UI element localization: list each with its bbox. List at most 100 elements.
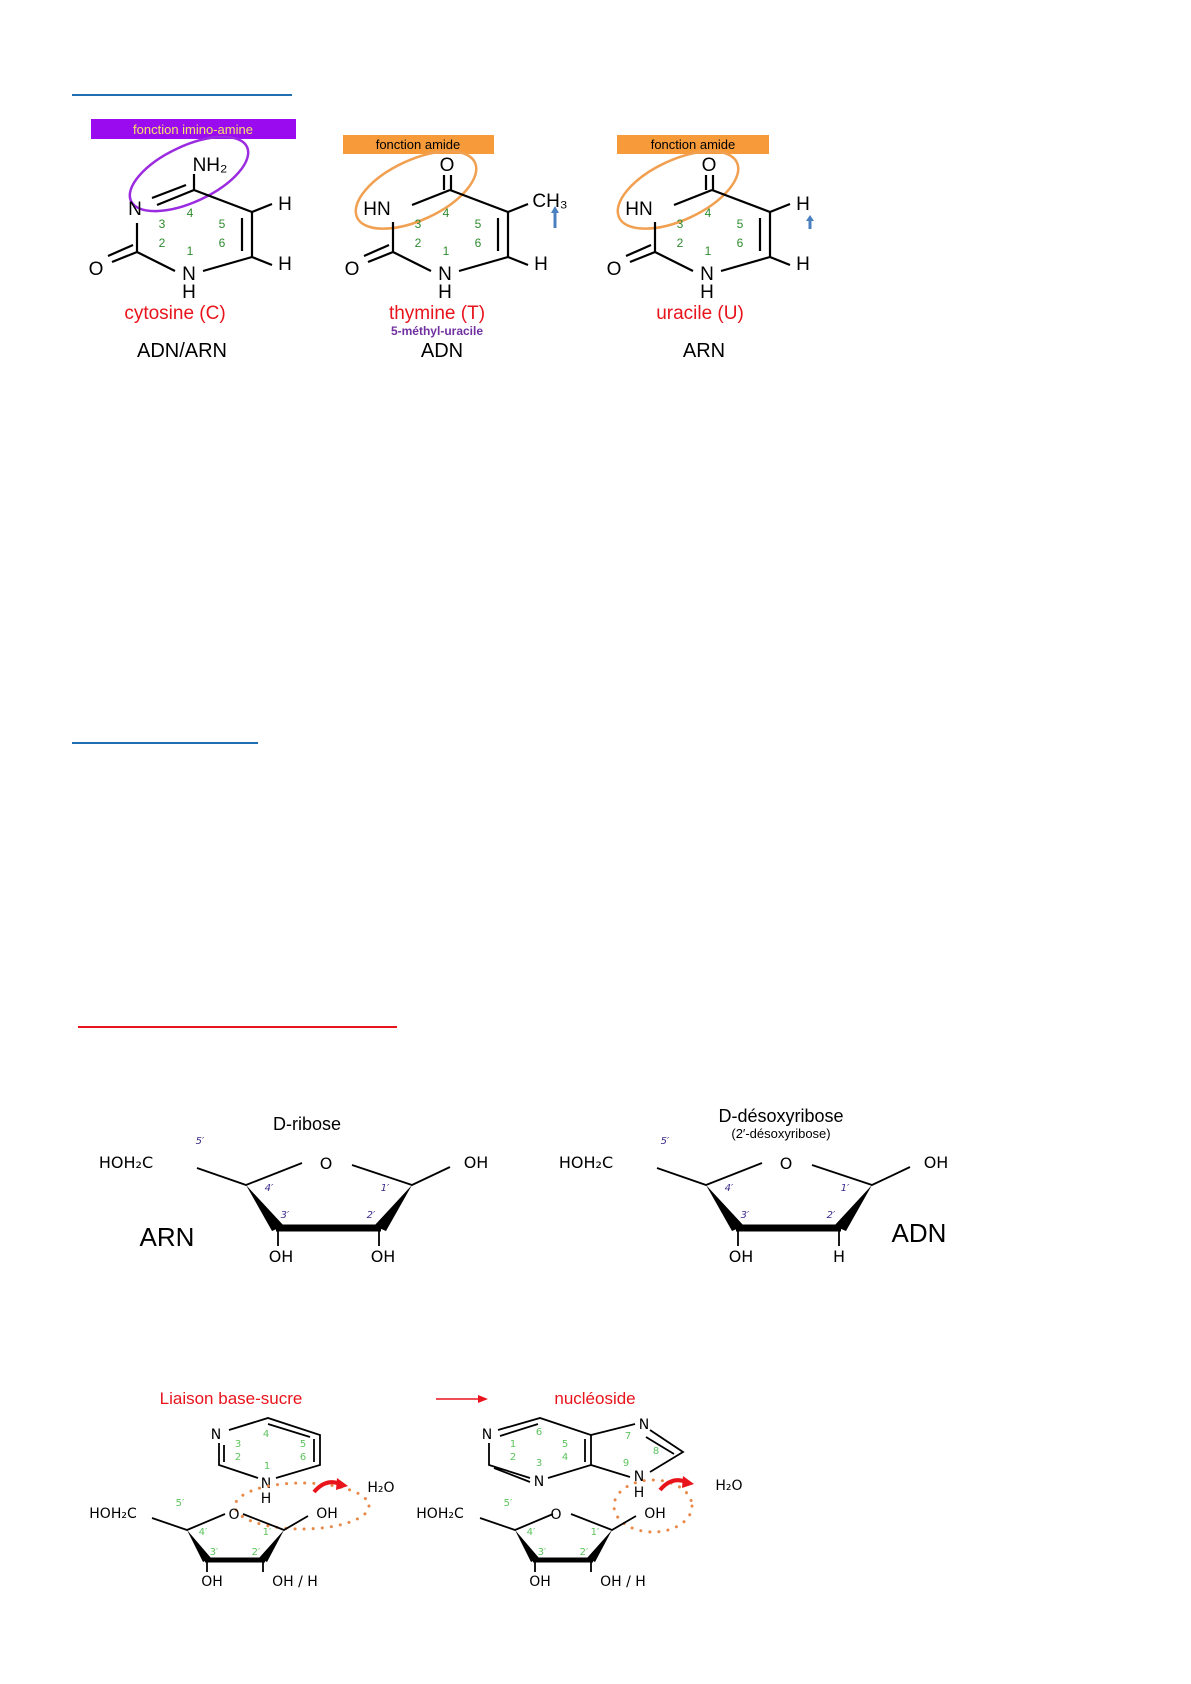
atom-o: O [228, 1507, 239, 1523]
ring-number: 6 [475, 236, 482, 250]
atom-n3: N [128, 199, 142, 220]
atom-h1: H [438, 282, 452, 303]
ring-number: 1 [705, 244, 712, 258]
ring-number: 3 [536, 1458, 542, 1469]
box-label: fonction amide [376, 137, 461, 152]
atom-n1: N [182, 264, 196, 285]
sugar-right: HOH₂C O OH OH OH / H 5′ 4′ 1′ 3′ 2′ [416, 1498, 666, 1590]
bonds [107, 174, 273, 273]
atom-h5: H [278, 194, 292, 215]
atom-o: O [550, 1507, 561, 1523]
curved-arrow-icon [312, 1478, 348, 1494]
ring-number: 9 [623, 1458, 629, 1469]
ring-number: 1 [187, 244, 194, 258]
atom-o2: O [89, 259, 104, 280]
atom-oh3: OH [729, 1247, 754, 1266]
atom-nh2: NH₂ [193, 155, 228, 176]
carbon-label: 2′ [252, 1547, 261, 1558]
ring-number: 4 [705, 206, 712, 220]
ring-number: 1 [510, 1439, 516, 1450]
amide-box [343, 135, 494, 154]
carbon-label: 4′ [199, 1527, 208, 1538]
ring-numbers: 1 2 3 4 5 6 [415, 206, 482, 258]
ring-number: 8 [653, 1446, 659, 1457]
carbon-label: 1′ [841, 1183, 850, 1194]
atom-oh1: OH [924, 1153, 949, 1172]
atom-h6: H [796, 254, 810, 275]
bonds [196, 1162, 451, 1246]
atom-hn3: HN [625, 199, 652, 220]
atom-h: H [261, 1491, 272, 1507]
carbon-label: 3′ [281, 1210, 290, 1221]
atom-n1: N [482, 1427, 492, 1443]
function-ellipse [616, 150, 740, 230]
atom-oh3: OH [269, 1247, 294, 1266]
ring-number: 7 [625, 1431, 631, 1442]
ring-numbers: 1 2 3 4 5 6 [677, 206, 744, 258]
ring-number: 1 [443, 244, 450, 258]
carbon-label: 1′ [263, 1527, 272, 1538]
water-label: H₂O [715, 1478, 742, 1494]
wedge-bond [374, 1185, 412, 1231]
bonds [488, 1417, 685, 1483]
ring-number: 2 [159, 236, 166, 250]
carbon-label: 4′ [527, 1527, 536, 1538]
carbon-label: 2′ [367, 1210, 376, 1221]
carbon-label: 5′ [661, 1136, 670, 1147]
bonds [656, 1162, 911, 1246]
sugar-left: HOH₂C O OH OH OH / H 5′ 4′ 1′ 3′ 2′ [89, 1498, 338, 1590]
atom-n1: N [438, 264, 452, 285]
right-title: nucléoside [554, 1389, 635, 1408]
ring-number: 4 [443, 206, 450, 220]
atom-o: O [780, 1154, 793, 1173]
wedge-bond [246, 1185, 284, 1231]
ring-number: 2 [677, 236, 684, 250]
ring-number: 6 [219, 236, 226, 250]
ring-number: 2 [235, 1452, 241, 1463]
arrow-right-icon [436, 1395, 488, 1403]
ring-number: 3 [415, 217, 422, 231]
ring-number: 5 [475, 217, 482, 231]
atom-oh2: OH / H [272, 1574, 318, 1590]
imino-amine-box [91, 119, 296, 139]
nucleic-acid-type: ADN/ARN [137, 340, 227, 362]
bonds [363, 175, 529, 273]
curved-arrow-icon [658, 1476, 694, 1492]
atom-o4: O [702, 155, 717, 176]
carbon-label: 3′ [538, 1547, 547, 1558]
box-label: fonction amide [651, 137, 736, 152]
atom-oh2: OH [371, 1247, 396, 1266]
ring-number: 5 [562, 1439, 568, 1450]
ring-number: 3 [235, 1439, 241, 1450]
atom-oh3: OH [529, 1574, 551, 1590]
function-ellipse [128, 135, 250, 213]
base-name: thymine (T) [389, 303, 485, 324]
atom-h6: H [534, 254, 548, 275]
carbon-label: 3′ [210, 1547, 219, 1558]
ring-number: 3 [159, 217, 166, 231]
atom-hoh2c: HOH₂C [559, 1153, 613, 1172]
ring-numbers: 1 2 3 4 5 6 [159, 206, 226, 258]
ring-number: 4 [562, 1452, 568, 1463]
carbon-label: 2′ [580, 1547, 589, 1558]
ring-number: 5 [737, 217, 744, 231]
ring-number: 2 [510, 1452, 516, 1463]
left-title: Liaison base-sucre [160, 1389, 303, 1408]
condensation-dotted-circle [612, 1478, 694, 1534]
condensation-dotted-circle [233, 1481, 371, 1531]
carbon-label: 5′ [504, 1498, 513, 1509]
atom-hoh2c: HOH₂C [416, 1506, 464, 1522]
pyrimidine-base: N N H 3 2 4 5 6 1 [211, 1417, 321, 1507]
ring-number: 6 [737, 236, 744, 250]
atom-h6: H [278, 254, 292, 275]
ring-number: 1 [264, 1461, 270, 1472]
bonds [218, 1417, 321, 1479]
base-name: cytosine (C) [124, 303, 225, 324]
nucleic-acid-type: ARN [683, 340, 725, 362]
atom-h1: H [182, 282, 196, 303]
atom-oh2: OH / H [600, 1574, 646, 1590]
sugar-title: D-désoxyribose [718, 1106, 843, 1126]
carbon-label: 5′ [196, 1136, 205, 1147]
sugar-title: D-ribose [273, 1114, 341, 1134]
